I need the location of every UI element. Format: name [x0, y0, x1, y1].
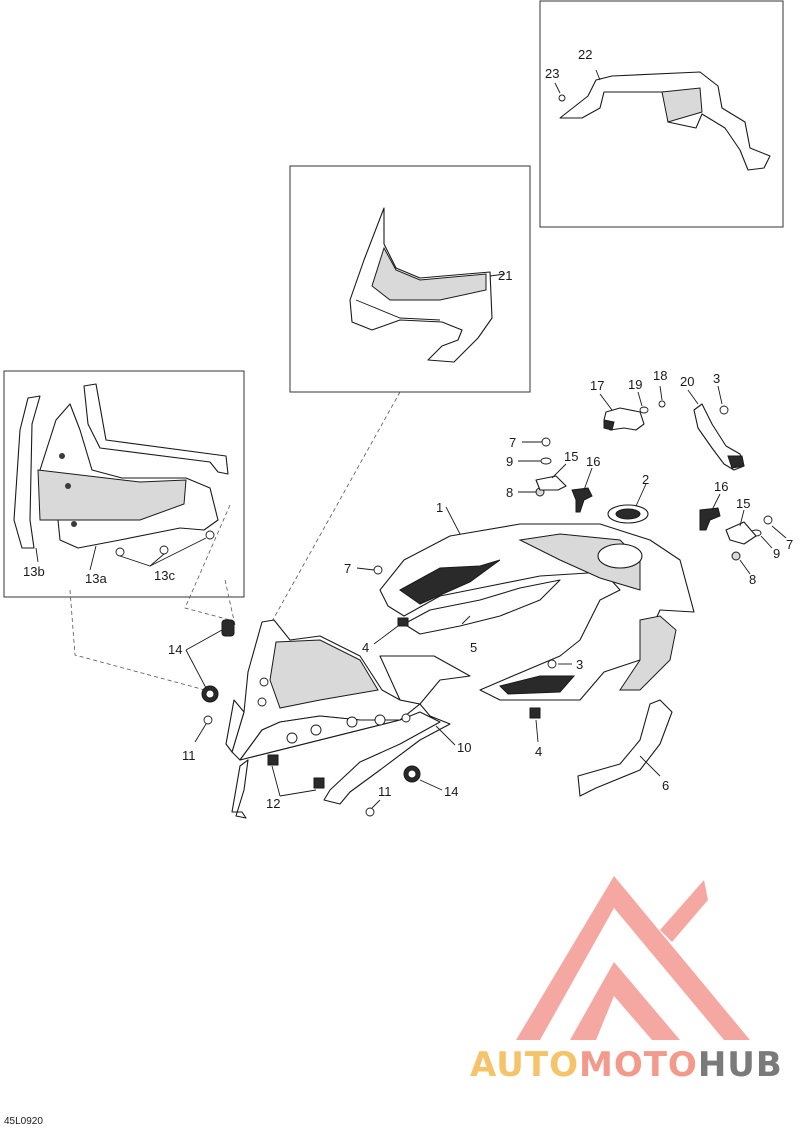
callout-13a: 13a [85, 571, 107, 586]
callout-13b: 13b [23, 564, 45, 579]
callout-9: 9 [773, 546, 780, 561]
hood-part-1 [379, 506, 695, 701]
logo-segment-auto: AUTO [470, 1045, 579, 1085]
callout-1: 1 [436, 500, 443, 515]
callout-8: 8 [749, 572, 756, 587]
callout-18: 18 [653, 368, 667, 383]
nose-part-10 [225, 619, 471, 819]
bracket-part-22 [554, 69, 771, 171]
callout-13c: 13c [154, 568, 175, 583]
callout-9: 9 [506, 454, 513, 469]
side-panel-part-13 [13, 383, 229, 571]
duct-part-5 [403, 579, 561, 635]
callout-3: 3 [576, 657, 583, 672]
hardware-parts [185, 385, 787, 817]
inset-frame-side-panel [3, 370, 245, 598]
callout-2: 2 [642, 472, 649, 487]
callout-8: 8 [506, 485, 513, 500]
callout-11: 11 [378, 784, 392, 799]
inset-frame-windshield [289, 165, 531, 393]
callout-19: 19 [628, 377, 642, 392]
callout-23: 23 [545, 66, 559, 81]
callout-7: 7 [509, 435, 516, 450]
callout-15: 15 [736, 496, 750, 511]
callout-16: 16 [586, 454, 600, 469]
callout-20: 20 [680, 374, 694, 389]
automotohub-logo-text: AUTOMOTOHUB [470, 1045, 800, 1095]
callout-labels: 1 2 3 3 4 4 5 6 7 7 7 8 8 9 9 10 11 11 1… [23, 47, 793, 811]
callout-7: 7 [344, 561, 351, 576]
callout-7: 7 [786, 537, 793, 552]
callout-15: 15 [564, 449, 578, 464]
diagram-code: 45L0920 [4, 1116, 43, 1127]
callout-4: 4 [535, 744, 542, 759]
callout-12: 12 [266, 796, 280, 811]
strip-part-6 [577, 615, 677, 797]
callout-22: 22 [578, 47, 592, 62]
callout-11: 11 [182, 748, 196, 763]
callout-5: 5 [470, 640, 477, 655]
triangle-logo-icon [516, 876, 750, 1040]
callout-6: 6 [662, 778, 669, 793]
windshield-part-21 [349, 207, 506, 363]
callout-4: 4 [362, 640, 369, 655]
callout-14: 14 [444, 784, 458, 799]
callout-10: 10 [457, 740, 471, 755]
logo-segment-hub: HUB [697, 1045, 783, 1085]
callout-14: 14 [168, 642, 182, 657]
callout-16: 16 [714, 479, 728, 494]
inset-frame-bracket [539, 0, 784, 228]
callout-17: 17 [590, 378, 604, 393]
callout-3: 3 [713, 371, 720, 386]
projection-lines [69, 391, 401, 691]
callout-21: 21 [498, 268, 512, 283]
logo-segment-moto: MOTO [578, 1045, 698, 1085]
